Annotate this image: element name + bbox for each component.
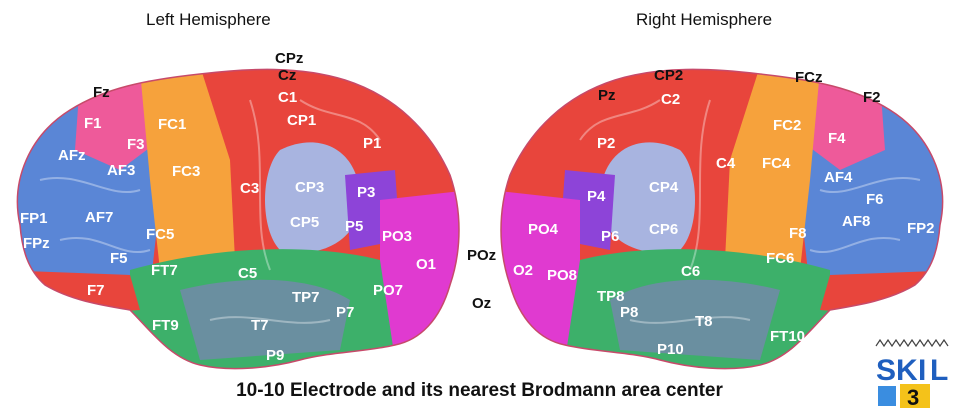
- label-FC1: FC1: [158, 116, 186, 133]
- label-P5: P5: [345, 218, 363, 235]
- label-FT7: FT7: [151, 262, 178, 279]
- label-FC5: FC5: [146, 226, 174, 243]
- label-F7: F7: [87, 282, 105, 299]
- logo-letter-s: S: [876, 354, 896, 387]
- label-O2: O2: [513, 262, 533, 279]
- label-FC3: FC3: [172, 163, 200, 180]
- label-CP5: CP5: [290, 214, 319, 231]
- label-FCz: FCz: [795, 69, 823, 86]
- label-CP3: CP3: [295, 179, 324, 196]
- label-FPz: FPz: [23, 235, 50, 252]
- label-FP2: FP2: [907, 220, 935, 237]
- label-Pz: Pz: [598, 87, 616, 104]
- label-P3: P3: [357, 184, 375, 201]
- label-P7: P7: [336, 304, 354, 321]
- label-AF4: AF4: [824, 169, 853, 186]
- label-FT8: FT8: [841, 309, 868, 326]
- logo-letter-i: I: [918, 354, 926, 387]
- label-P8: P8: [620, 304, 638, 321]
- skil-logo: S K I L 3: [872, 334, 957, 412]
- label-P10: P10: [657, 341, 684, 358]
- logo-number: 3: [907, 385, 919, 410]
- label-P4: P4: [587, 188, 606, 205]
- label-C3: C3: [240, 180, 259, 197]
- label-CP6: CP6: [649, 221, 678, 238]
- label-F5: F5: [110, 250, 128, 267]
- label-TP8: TP8: [597, 288, 625, 305]
- logo-letter-l: L: [930, 354, 948, 387]
- label-FC4: FC4: [762, 155, 791, 172]
- label-F8: F8: [789, 225, 807, 242]
- label-CP4: CP4: [649, 179, 679, 196]
- label-FP1: FP1: [20, 210, 48, 227]
- label-CP2: CP2: [654, 67, 683, 84]
- label-F2: F2: [863, 89, 881, 106]
- label-FC2: FC2: [773, 117, 801, 134]
- label-Cz: Cz: [278, 67, 296, 84]
- label-TP7: TP7: [292, 289, 320, 306]
- label-C2: C2: [661, 91, 680, 108]
- label-FT9: FT9: [152, 317, 179, 334]
- label-PO4: PO4: [528, 221, 559, 238]
- label-F4: F4: [828, 130, 846, 147]
- label-Fz: Fz: [93, 84, 110, 101]
- logo-letter-k: K: [896, 354, 918, 387]
- label-CP1: CP1: [287, 112, 316, 129]
- label-CPz: CPz: [275, 50, 303, 67]
- label-AF8: AF8: [842, 213, 870, 230]
- label-FC6: FC6: [766, 250, 794, 267]
- label-O1: O1: [416, 256, 436, 273]
- label-P1: P1: [363, 135, 381, 152]
- label-T8: T8: [695, 313, 713, 330]
- label-F3: F3: [127, 136, 145, 153]
- wave-icon: [876, 340, 948, 346]
- label-P6: P6: [601, 228, 619, 245]
- label-T7: T7: [251, 317, 269, 334]
- logo-blue-block: [878, 386, 896, 406]
- label-FT10: FT10: [770, 328, 805, 345]
- label-C1: C1: [278, 89, 297, 106]
- left-occipital-region: [380, 190, 470, 360]
- label-P2: P2: [597, 135, 615, 152]
- label-F6: F6: [866, 191, 884, 208]
- label-POz: POz: [467, 247, 496, 264]
- label-AFz: AFz: [58, 147, 86, 164]
- label-P9: P9: [266, 347, 284, 364]
- label-C4: C4: [716, 155, 736, 172]
- label-F1: F1: [84, 115, 102, 132]
- left-inferior-frontal-region: [0, 270, 140, 320]
- label-Oz: Oz: [472, 295, 491, 312]
- figure-caption: 10-10 Electrode and its nearest Brodmann…: [0, 380, 959, 402]
- label-AF7: AF7: [85, 209, 113, 226]
- label-C5: C5: [238, 265, 257, 282]
- label-PO3: PO3: [382, 228, 412, 245]
- label-PO7: PO7: [373, 282, 403, 299]
- label-C6: C6: [681, 263, 700, 280]
- label-AF3: AF3: [107, 162, 135, 179]
- label-PO8: PO8: [547, 267, 577, 284]
